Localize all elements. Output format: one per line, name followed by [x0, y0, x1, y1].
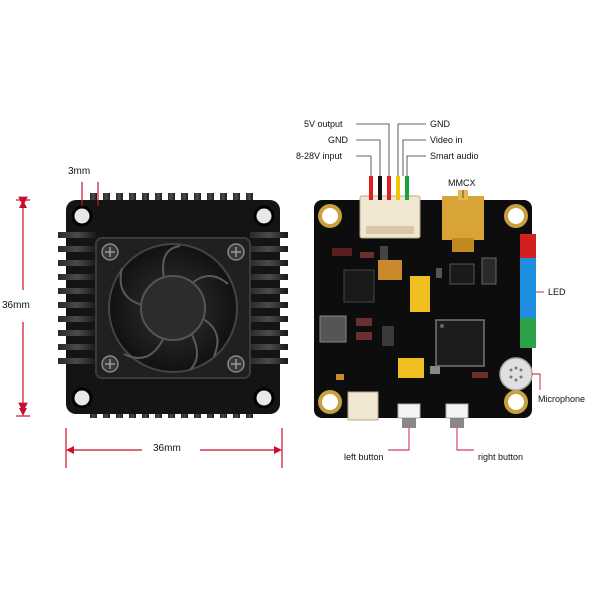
bottom-connector — [347, 391, 379, 421]
label-mmcx: MMCX — [448, 178, 476, 188]
dimension-height: 36mm — [2, 300, 30, 311]
leader-lines — [356, 123, 464, 198]
label-right-button: right button — [478, 452, 524, 462]
label-5v-output: 5V output — [304, 119, 343, 129]
dimension-lines — [16, 182, 283, 468]
label-led: LED — [548, 287, 566, 297]
red-leader-lines — [388, 291, 544, 451]
mcu-chip — [435, 319, 485, 367]
dimension-arrowheads — [19, 200, 282, 454]
label-microphone: Microphone — [538, 394, 586, 404]
led-strip — [520, 234, 536, 348]
label-8-28v-input: 8-28V input — [296, 151, 343, 161]
label-left-button: left button — [344, 452, 384, 462]
mmcx-connector — [442, 196, 484, 240]
label-gnd-right: GND — [430, 119, 450, 129]
dimension-width: 36mm — [153, 443, 181, 454]
heatsink-mounting-holes — [71, 205, 275, 409]
wires — [369, 176, 409, 200]
dimension-hole-spacing: 3mm — [68, 166, 91, 177]
heatsink-unit — [58, 193, 288, 418]
label-smart-audio: Smart audio — [430, 151, 479, 161]
pcb-mounting-holes — [318, 204, 528, 414]
left-button-component — [397, 403, 421, 428]
right-button-component — [445, 403, 469, 428]
fan-screws — [101, 243, 245, 373]
pcb-components — [319, 246, 497, 380]
pcb-board — [314, 176, 536, 428]
fan-hub — [140, 275, 206, 341]
label-video-in: Video in — [430, 135, 463, 145]
side-fins — [58, 232, 288, 364]
microphone-component — [499, 357, 533, 391]
label-gnd-left: GND — [328, 135, 348, 145]
